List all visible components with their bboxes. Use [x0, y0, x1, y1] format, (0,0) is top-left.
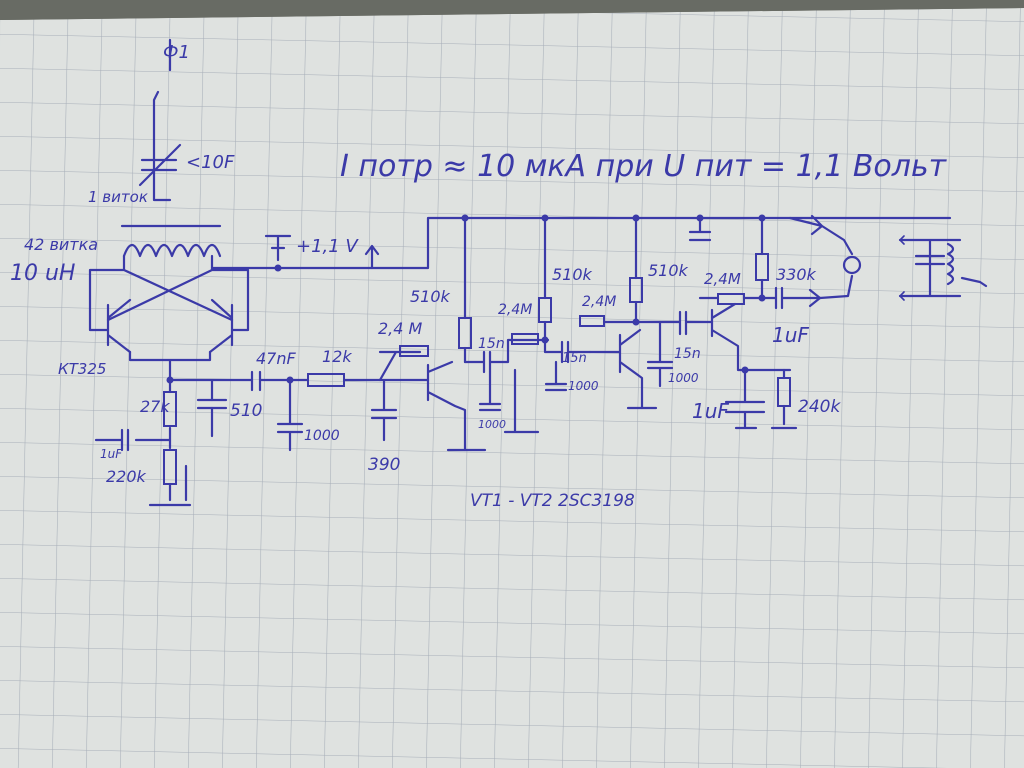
coupling-cap-47nf [250, 370, 310, 392]
r-240k-label: 240k [798, 397, 841, 417]
vt2-transistor [588, 328, 644, 410]
resistor-510k-a [458, 317, 472, 349]
r-2m4-a-label: 2,4 M [378, 319, 423, 338]
filter-wire [276, 378, 430, 452]
osc-transistor-right [208, 298, 234, 354]
vt1-bias-wire [378, 216, 467, 382]
capacitor-1uf-in [120, 428, 130, 452]
node-output-top [758, 214, 766, 222]
c-1000-c-label: 1000 [568, 379, 599, 393]
c-1000-d-label: 1000 [668, 371, 699, 385]
detail-arrows [898, 235, 905, 301]
emitter-cap [724, 368, 766, 430]
c-1000-a-label: 1000 [304, 428, 340, 444]
paper-shadow-corner [0, 0, 1024, 20]
transistors-label: VT1 - VT2 2SC3198 [470, 491, 635, 511]
trimmer-cap-label: <10F [186, 152, 235, 173]
coil-winding [122, 243, 222, 258]
node-filter [286, 376, 294, 384]
c-15n-c-label: 15n [674, 346, 701, 362]
r-220k-label: 220k [106, 467, 147, 486]
r-27k-label: 27k [140, 397, 170, 416]
resistor-27k [163, 391, 177, 427]
r-2m4-b-label: 2,4M [498, 302, 532, 318]
r-510k-c-label: 510k [648, 261, 689, 280]
osc-transistor-left [106, 298, 132, 354]
antenna-wire [152, 38, 172, 202]
c-15n-b-label: 15n [562, 351, 587, 366]
battery-symbol [264, 234, 292, 262]
node-vt1-top [461, 214, 469, 222]
resistor-510k-b [538, 297, 552, 323]
resistor-510k-c [629, 277, 643, 303]
earphone-icon [842, 255, 862, 275]
coil-turns-42-label: 42 витка [24, 235, 98, 254]
c-390-label: 390 [368, 455, 400, 475]
output-transistor [710, 302, 792, 372]
detail-lc-circuit [898, 238, 988, 298]
vt1-decoupling [478, 370, 502, 412]
supply-label: +1,1 V [296, 236, 359, 257]
r-240k-ground [770, 368, 798, 430]
resistor-2m4-c [579, 315, 605, 327]
switch-wire [788, 214, 854, 300]
c-47nf-label: 47nF [256, 349, 297, 368]
node-stage2-top [541, 214, 549, 222]
vt1-transistor [426, 360, 467, 452]
vt1-out-cap [463, 338, 550, 374]
c-1uf-in-label: 1uF [100, 447, 123, 461]
node-osc-out [166, 376, 174, 384]
c-1uf-out-label: 1uF [772, 323, 809, 347]
antenna-label: Ф1 [163, 42, 190, 63]
resistor-330k [755, 253, 769, 281]
node-output-base [758, 294, 766, 302]
node-vt2-base [632, 318, 640, 326]
r-2m4-d-label: 2,4M [704, 270, 741, 288]
inductance-label: 10 uH [10, 261, 75, 286]
r-220k-ground [148, 464, 192, 507]
node-vt2-top [632, 214, 640, 222]
output-cap [774, 286, 822, 310]
vt2-out-cap [646, 310, 714, 388]
node-emitter [741, 366, 749, 374]
osc-transistor-label: КТ325 [58, 360, 106, 378]
output-bias-wire [698, 216, 778, 300]
r-2m4-c-label: 2,4M [582, 294, 616, 310]
r-510k-b-label: 510k [552, 265, 593, 284]
capacitor-510 [196, 398, 228, 410]
bias-wires [168, 378, 254, 450]
vt1-ground [446, 368, 540, 452]
c-15n-a-label: 15n [478, 336, 505, 352]
c-1000-b-label: 1000 [478, 418, 506, 431]
c-1uf-emitter-label: 1uF [692, 399, 729, 423]
r-330k-label: 330k [776, 265, 817, 284]
trimmer-capacitor [138, 143, 182, 187]
supply-node [274, 264, 282, 272]
supply-wire [210, 216, 952, 270]
r-12k-label: 12k [322, 347, 352, 366]
paper-page [0, 8, 1024, 768]
supply-arrow [364, 244, 380, 270]
r-510k-a-label: 510k [410, 287, 451, 306]
osc-cross-wires [88, 254, 250, 332]
resistor-2m4-b [511, 333, 539, 345]
node-rail-cap [696, 214, 704, 222]
node-stage2-mid [541, 336, 549, 344]
resistor-2m4-a [399, 345, 429, 357]
title-text: I потр ≈ 10 мкА при U пит = 1,1 Вольт [340, 149, 948, 184]
c-510-label: 510 [230, 401, 262, 421]
coil-turns-1-label: 1 виток [88, 188, 148, 206]
stage2-cap [544, 340, 592, 392]
